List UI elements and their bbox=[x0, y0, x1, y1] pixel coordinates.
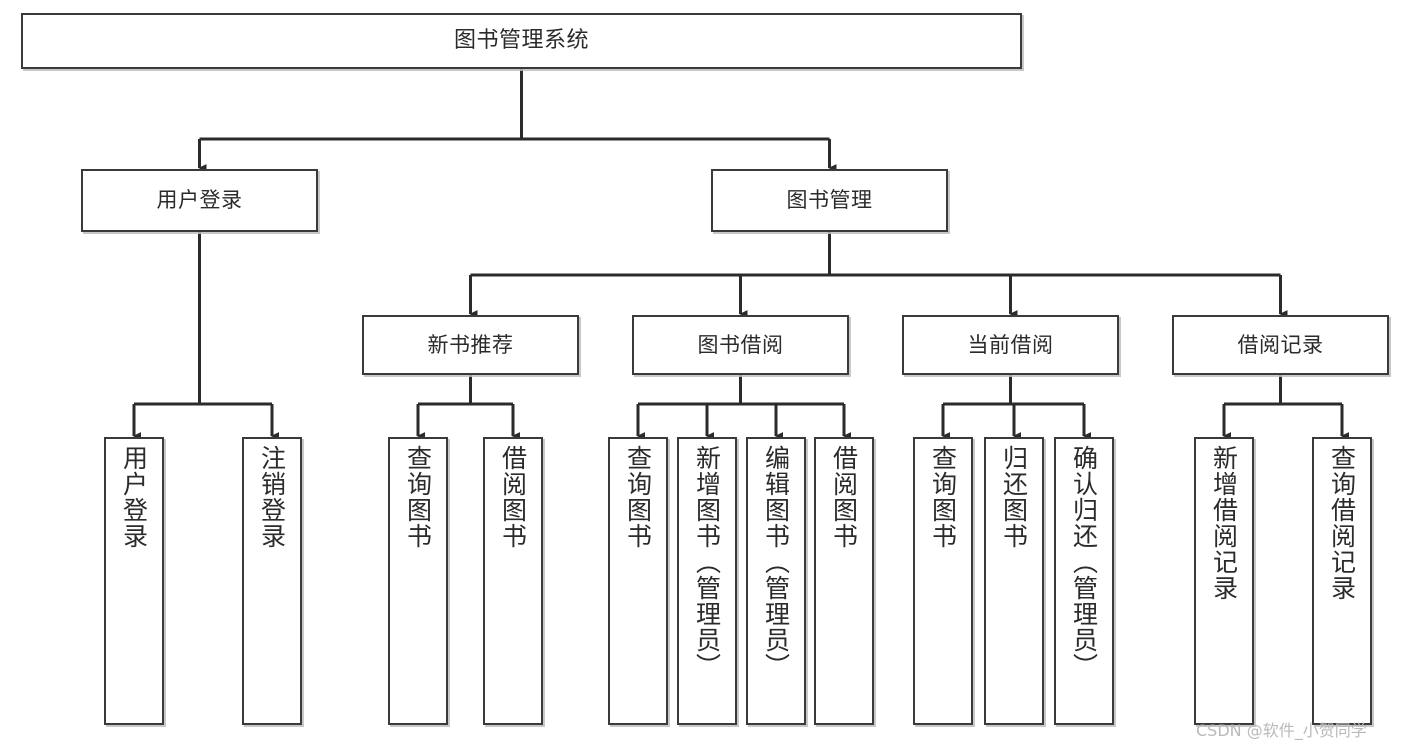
node-label: 注销登录 bbox=[257, 445, 287, 549]
node-user-login: 用户登录 bbox=[81, 169, 318, 232]
node-leaf-query-1: 查询图书 bbox=[388, 437, 448, 725]
node-label: 借阅图书 bbox=[829, 445, 859, 549]
csdn-watermark: CSDN @软件_小贺同学 bbox=[1196, 721, 1367, 740]
node-label: 新增借阅记录 bbox=[1209, 445, 1239, 601]
node-leaf-confirm: 确认归还（管理员） bbox=[1054, 437, 1114, 725]
node-label: 新书推荐 bbox=[427, 332, 514, 357]
node-root: 图书管理系统 bbox=[21, 13, 1022, 69]
node-label: 查询图书 bbox=[623, 445, 653, 549]
node-label: 图书管理 bbox=[786, 188, 873, 213]
node-leaf-return: 归还图书 bbox=[984, 437, 1044, 725]
node-borrow-record: 借阅记录 bbox=[1172, 315, 1389, 375]
node-label: 新增图书（管理员） bbox=[692, 445, 722, 679]
node-current-borrow: 当前借阅 bbox=[902, 315, 1119, 375]
node-label: 图书借阅 bbox=[697, 332, 784, 357]
node-label: 当前借阅 bbox=[967, 332, 1054, 357]
node-leaf-borrow-2: 借阅图书 bbox=[814, 437, 874, 725]
node-leaf-logout: 注销登录 bbox=[242, 437, 302, 725]
node-label: 查询借阅记录 bbox=[1327, 445, 1357, 601]
node-new-book-rec: 新书推荐 bbox=[362, 315, 579, 375]
node-label: 查询图书 bbox=[403, 445, 433, 549]
node-leaf-user-login: 用户登录 bbox=[104, 437, 164, 725]
node-leaf-query-rec: 查询借阅记录 bbox=[1312, 437, 1372, 725]
node-leaf-edit-book: 编辑图书（管理员） bbox=[746, 437, 806, 725]
node-leaf-add-book: 新增图书（管理员） bbox=[677, 437, 737, 725]
node-label: 用户登录 bbox=[119, 445, 149, 549]
node-leaf-add-record: 新增借阅记录 bbox=[1194, 437, 1254, 725]
node-label: 借阅记录 bbox=[1237, 332, 1324, 357]
node-label: 借阅图书 bbox=[498, 445, 528, 549]
node-leaf-query-2: 查询图书 bbox=[608, 437, 668, 725]
node-book-borrow: 图书借阅 bbox=[632, 315, 849, 375]
node-label: 图书管理系统 bbox=[453, 28, 589, 54]
node-label: 确认归还（管理员） bbox=[1069, 445, 1099, 679]
node-book-manage: 图书管理 bbox=[711, 169, 948, 232]
node-label: 查询图书 bbox=[928, 445, 958, 549]
node-label: 编辑图书（管理员） bbox=[761, 445, 791, 679]
node-leaf-query-3: 查询图书 bbox=[913, 437, 973, 725]
node-leaf-borrow-1: 借阅图书 bbox=[483, 437, 543, 725]
node-label: 用户登录 bbox=[156, 188, 243, 213]
node-label: 归还图书 bbox=[999, 445, 1029, 549]
